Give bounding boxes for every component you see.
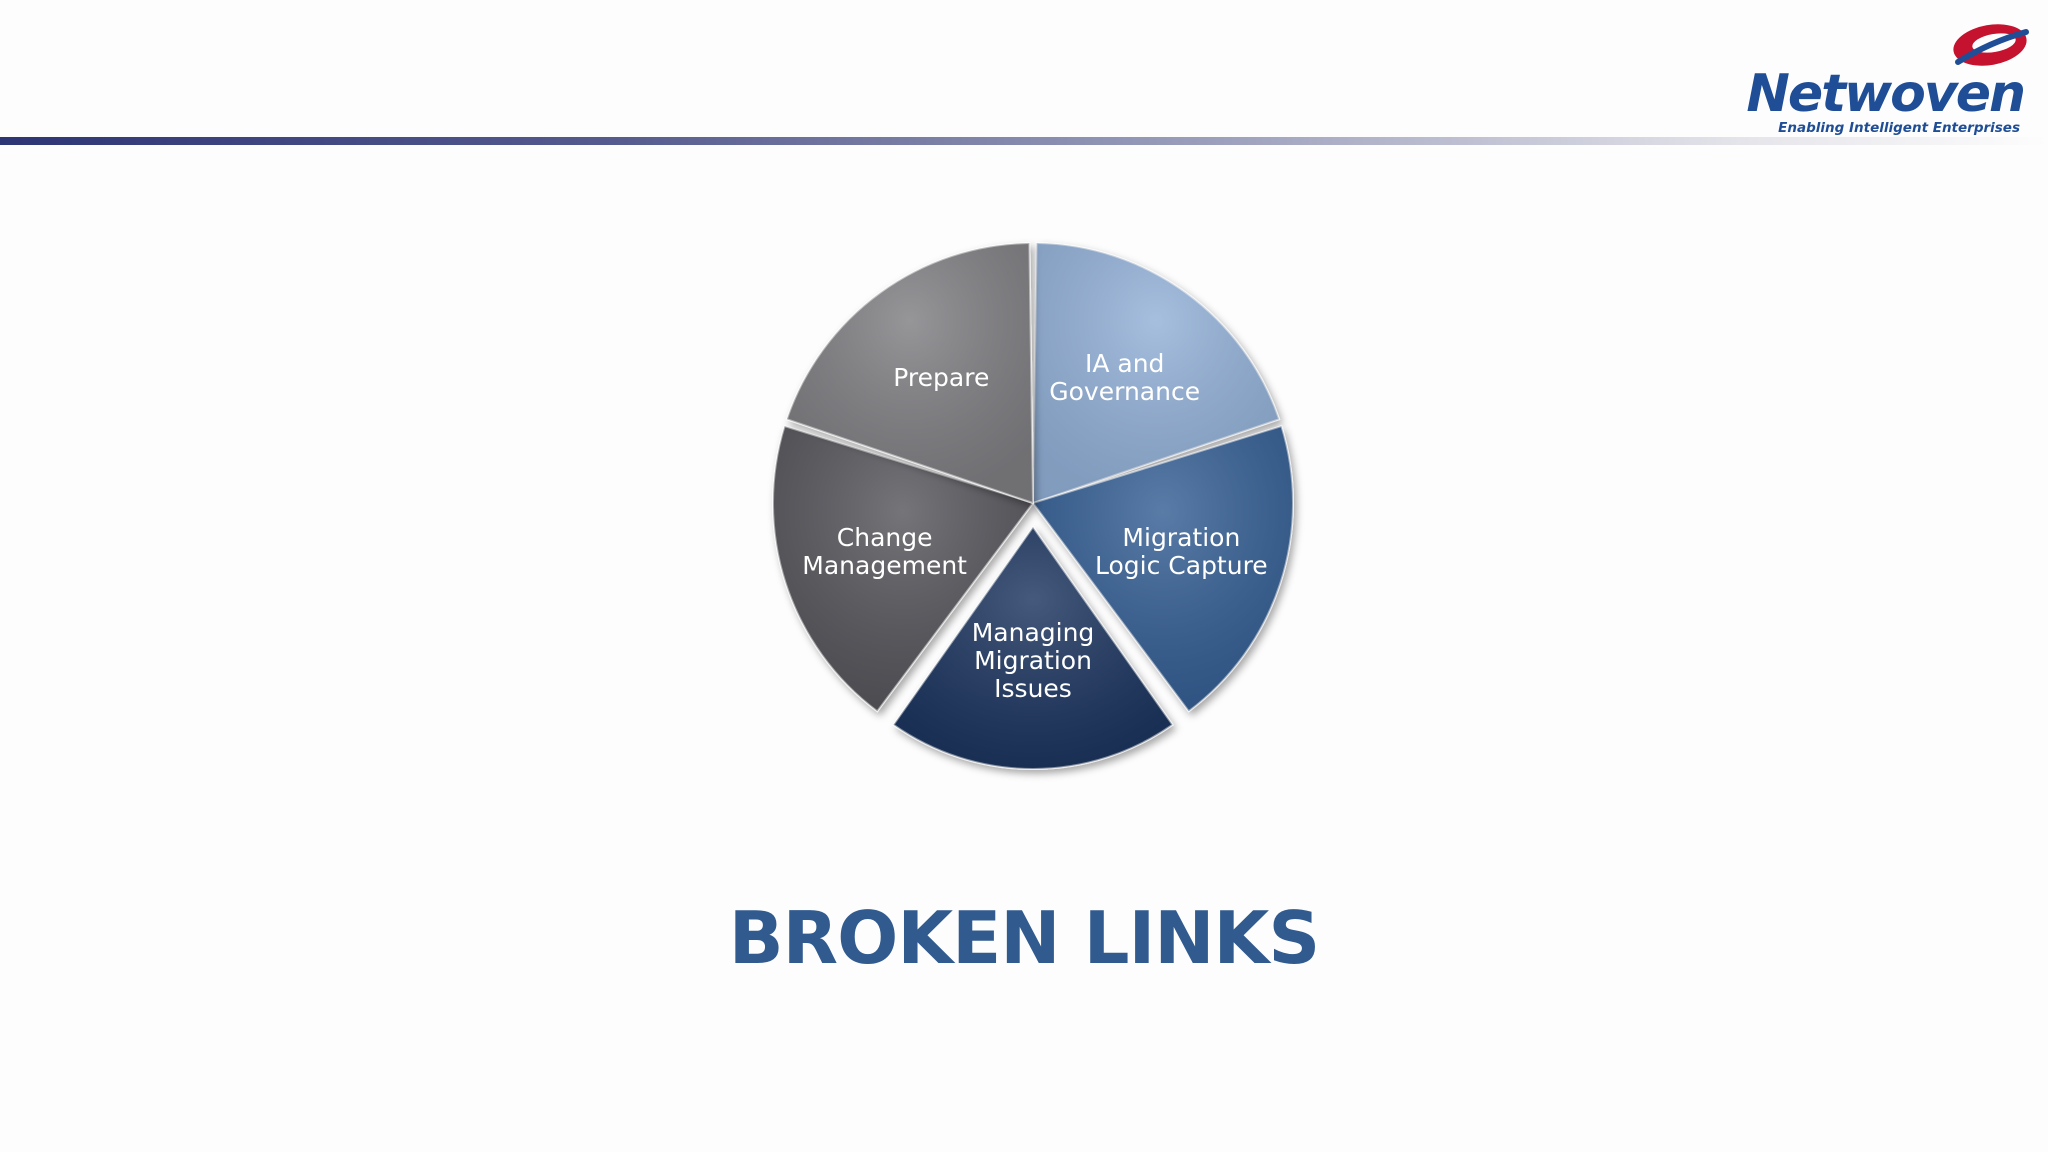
pie-segment-prepare: Prepare	[785, 242, 1035, 505]
netwoven-logo: Netwoven Enabling Intelligent Enterprise…	[1740, 18, 2030, 140]
pie-slice-gloss-logic	[1033, 426, 1293, 712]
pie-slice-gloss-prepare	[786, 243, 1033, 504]
header-rule	[0, 137, 2048, 145]
pie-label-line: Management	[802, 551, 967, 580]
pie-label-line: Managing	[972, 618, 1095, 647]
pie-label-line: Governance	[1049, 377, 1200, 406]
logo-mark-icon	[1953, 24, 2029, 66]
pie-label-line: Change	[837, 523, 933, 552]
pie-label-line: IA and	[1085, 349, 1164, 378]
pie-label-line: Logic Capture	[1095, 551, 1268, 580]
logo-tagline: Enabling Intelligent Enterprises	[1778, 120, 2020, 136]
pie-slice-gloss-issues	[893, 527, 1173, 769]
pie-label-line: Migration	[1122, 523, 1240, 552]
pie-label-line: Issues	[994, 674, 1072, 703]
pie-label-line: Migration	[974, 646, 1092, 675]
pie-label-prepare: Prepare	[893, 363, 989, 392]
pie-label-line: Prepare	[893, 363, 989, 392]
pie-slice-gloss-ia	[1033, 243, 1280, 504]
logo-wordmark: Netwoven	[1746, 64, 2026, 124]
slide-caption: BROKEN LINKS	[728, 896, 1320, 980]
pie-slice-gloss-change	[772, 426, 1033, 712]
